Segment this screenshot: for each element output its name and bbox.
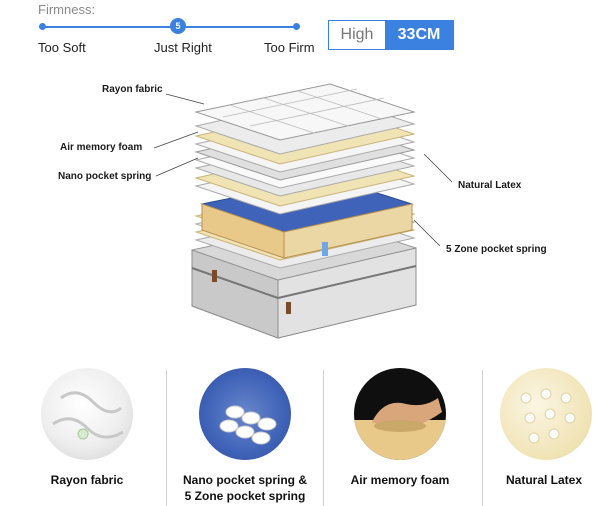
- height-value: 33CM: [385, 21, 453, 49]
- leader-lines: [153, 93, 453, 247]
- feature-rayon-fabric: Rayon fabric: [22, 368, 152, 500]
- tick-too-soft: Too Soft: [38, 40, 86, 55]
- tick-just-right: Just Right: [154, 40, 212, 55]
- height-label: High: [329, 21, 385, 49]
- springs-caption-line2: 5 Zone pocket spring: [184, 489, 306, 503]
- height-selector[interactable]: High 33CM: [328, 20, 454, 50]
- springs-caption: Nano pocket spring & 5 Zone pocket sprin…: [170, 472, 320, 504]
- memory-foam-thumbnail: [354, 368, 446, 460]
- mattress-layers-illustration: [153, 83, 453, 339]
- divider-3: [482, 370, 483, 506]
- label-natural-latex: Natural Latex: [458, 180, 522, 191]
- label-air-memory-foam: Air memory foam: [60, 142, 143, 153]
- label-5-zone-pocket-spring: 5 Zone pocket spring: [446, 244, 547, 255]
- firmness-label: Firmness:: [38, 2, 96, 17]
- divider-2: [323, 370, 324, 506]
- feature-springs: Nano pocket spring & 5 Zone pocket sprin…: [170, 368, 320, 503]
- feature-natural-latex: Natural Latex: [488, 368, 600, 500]
- natural-latex-caption: Natural Latex: [505, 473, 583, 487]
- memory-foam-caption: Air memory foam: [350, 473, 450, 487]
- firmness-slider-knob[interactable]: 5: [170, 18, 186, 34]
- tick-too-firm: Too Firm: [264, 40, 315, 55]
- rayon-fabric-thumbnail: [41, 368, 133, 460]
- label-rayon-fabric: Rayon fabric: [102, 84, 163, 95]
- slider-stop-soft[interactable]: [39, 23, 46, 30]
- springs-caption-line1: Nano pocket spring &: [182, 473, 307, 487]
- divider-1: [166, 370, 167, 506]
- mattress-diagram: Rayon fabric Air memory foam Nano pocket…: [0, 70, 600, 350]
- label-nano-pocket-spring: Nano pocket spring: [58, 171, 152, 182]
- rayon-fabric-caption: Rayon fabric: [50, 473, 124, 487]
- pocket-spring-thumbnail: [199, 368, 291, 460]
- feature-air-memory-foam: Air memory foam: [330, 368, 470, 500]
- firmness-slider-track[interactable]: [42, 26, 296, 28]
- natural-latex-thumbnail: [500, 368, 592, 460]
- slider-stop-firm[interactable]: [293, 23, 300, 30]
- layer-stack: [194, 83, 416, 269]
